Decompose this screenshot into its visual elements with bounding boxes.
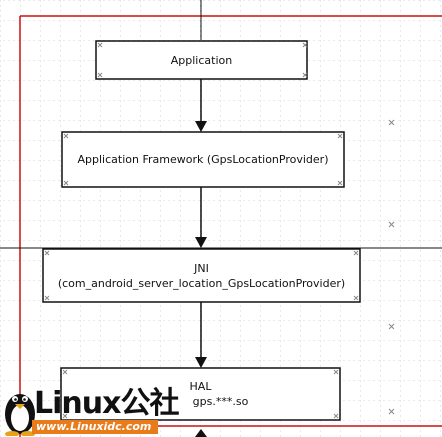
watermark-url-bar — [32, 420, 158, 434]
watermark-text: Linux公社 — [34, 386, 179, 421]
arrow-application-to-framework — [195, 79, 207, 132]
jni-box — [42, 248, 361, 303]
arrow-framework-to-jni — [195, 187, 207, 248]
arrow-jni-to-hal — [195, 302, 207, 368]
hal-box — [60, 367, 341, 421]
linuxidc-watermark: Linux公社 www.Linuxidc.com — [2, 384, 179, 436]
application-box — [95, 40, 308, 80]
framework-box — [61, 131, 345, 188]
tux-penguin-icon — [5, 394, 35, 436]
selection-handles — [44, 42, 395, 419]
arrow-hal-down — [195, 429, 207, 437]
watermark-url: www.Linuxidc.com — [36, 420, 152, 433]
